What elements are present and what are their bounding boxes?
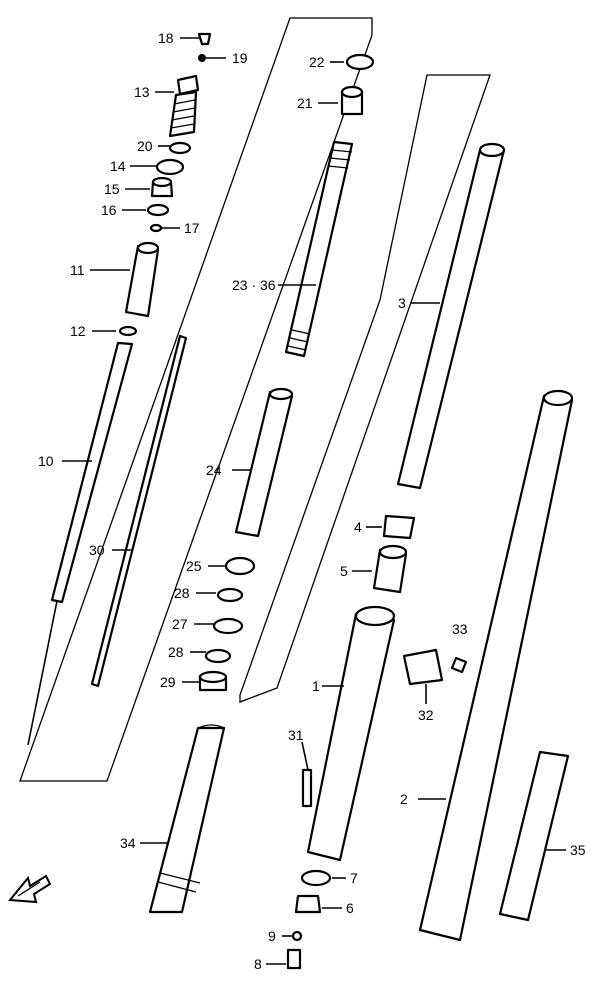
part-35-fork-guard: [498, 750, 570, 922]
part-34-fork-guard: [140, 724, 226, 914]
part-14-ring: [130, 158, 185, 176]
part-31-bolt: [301, 741, 313, 808]
callout-30: 30: [89, 542, 105, 558]
callout-7: 7: [350, 870, 358, 886]
callout-21: 21: [297, 95, 313, 111]
part-24-tube: [232, 387, 294, 538]
part-21-cap: [318, 85, 364, 116]
part-16-washer: [122, 203, 170, 217]
part-19-ball: [198, 54, 226, 62]
part-4-bushing: [366, 514, 416, 540]
callout-35: 35: [570, 842, 586, 858]
callout-9: 9: [268, 928, 276, 944]
callout-31: 31: [288, 727, 304, 743]
part-20-oring: [158, 141, 192, 155]
callout-29: 29: [160, 674, 176, 690]
part-13-adjuster: [155, 74, 200, 138]
callout-16: 16: [101, 202, 117, 218]
part-17-ring: [149, 223, 180, 233]
callout-13: 13: [134, 84, 150, 100]
part-18-pin: [180, 32, 212, 46]
group-outline-left: [19, 17, 373, 782]
callout-32: 32: [418, 707, 434, 723]
callout-3: 3: [398, 295, 406, 311]
callout-34: 34: [120, 835, 136, 851]
part-11-cylinder: [90, 241, 160, 318]
callout-12: 12: [70, 323, 86, 339]
callout-5: 5: [340, 563, 348, 579]
part-9-screw: [282, 930, 303, 942]
callout-33: 33: [452, 621, 468, 637]
callout-15: 15: [104, 181, 120, 197]
callout-27: 27: [172, 616, 188, 632]
callout-6: 6: [346, 900, 354, 916]
part-33-bolt: [450, 656, 468, 674]
callout-24: 24: [206, 462, 222, 478]
part-5-collar: [352, 544, 408, 594]
callout-10: 10: [38, 453, 54, 469]
callout-11: 11: [70, 262, 85, 278]
part-30-rod: [90, 334, 188, 688]
front-arrow-icon: [8, 874, 52, 904]
part-15-nut: [125, 176, 174, 198]
part-2-outer-tube: [418, 389, 574, 942]
callout-22: 22: [309, 54, 325, 70]
part-29-bushing: [182, 670, 228, 692]
part-10-rod: [27, 341, 134, 746]
part-25-seal: [208, 556, 256, 576]
part-28-clip-a: [196, 587, 244, 603]
callout-19: 19: [232, 50, 248, 66]
callout-25: 25: [186, 558, 202, 574]
group-outline-middle: [239, 74, 491, 703]
part-27-washer: [194, 617, 244, 635]
callout-28a: 28: [174, 585, 190, 601]
part-1-outer-tube: [306, 605, 396, 862]
part-7-washer: [300, 869, 346, 887]
callout-18: 18: [158, 30, 174, 46]
part-32-clamp: [402, 648, 444, 704]
part-12-ring: [92, 325, 138, 337]
callout-23-36: 23 · 36: [232, 277, 276, 293]
callout-28b: 28: [168, 644, 184, 660]
part-6-nut: [294, 894, 342, 914]
callout-20: 20: [137, 138, 153, 154]
callout-14: 14: [110, 158, 126, 174]
part-8-bolt: [266, 948, 302, 970]
callout-4: 4: [354, 519, 362, 535]
part-28-clip-b: [190, 648, 232, 664]
callout-2: 2: [400, 791, 408, 807]
part-3-inner-tube: [396, 142, 506, 490]
part-22-clip: [330, 53, 375, 71]
callout-17: 17: [184, 220, 200, 236]
callout-8: 8: [254, 956, 262, 972]
callout-1: 1: [312, 678, 320, 694]
part-23-spring: [278, 140, 354, 358]
